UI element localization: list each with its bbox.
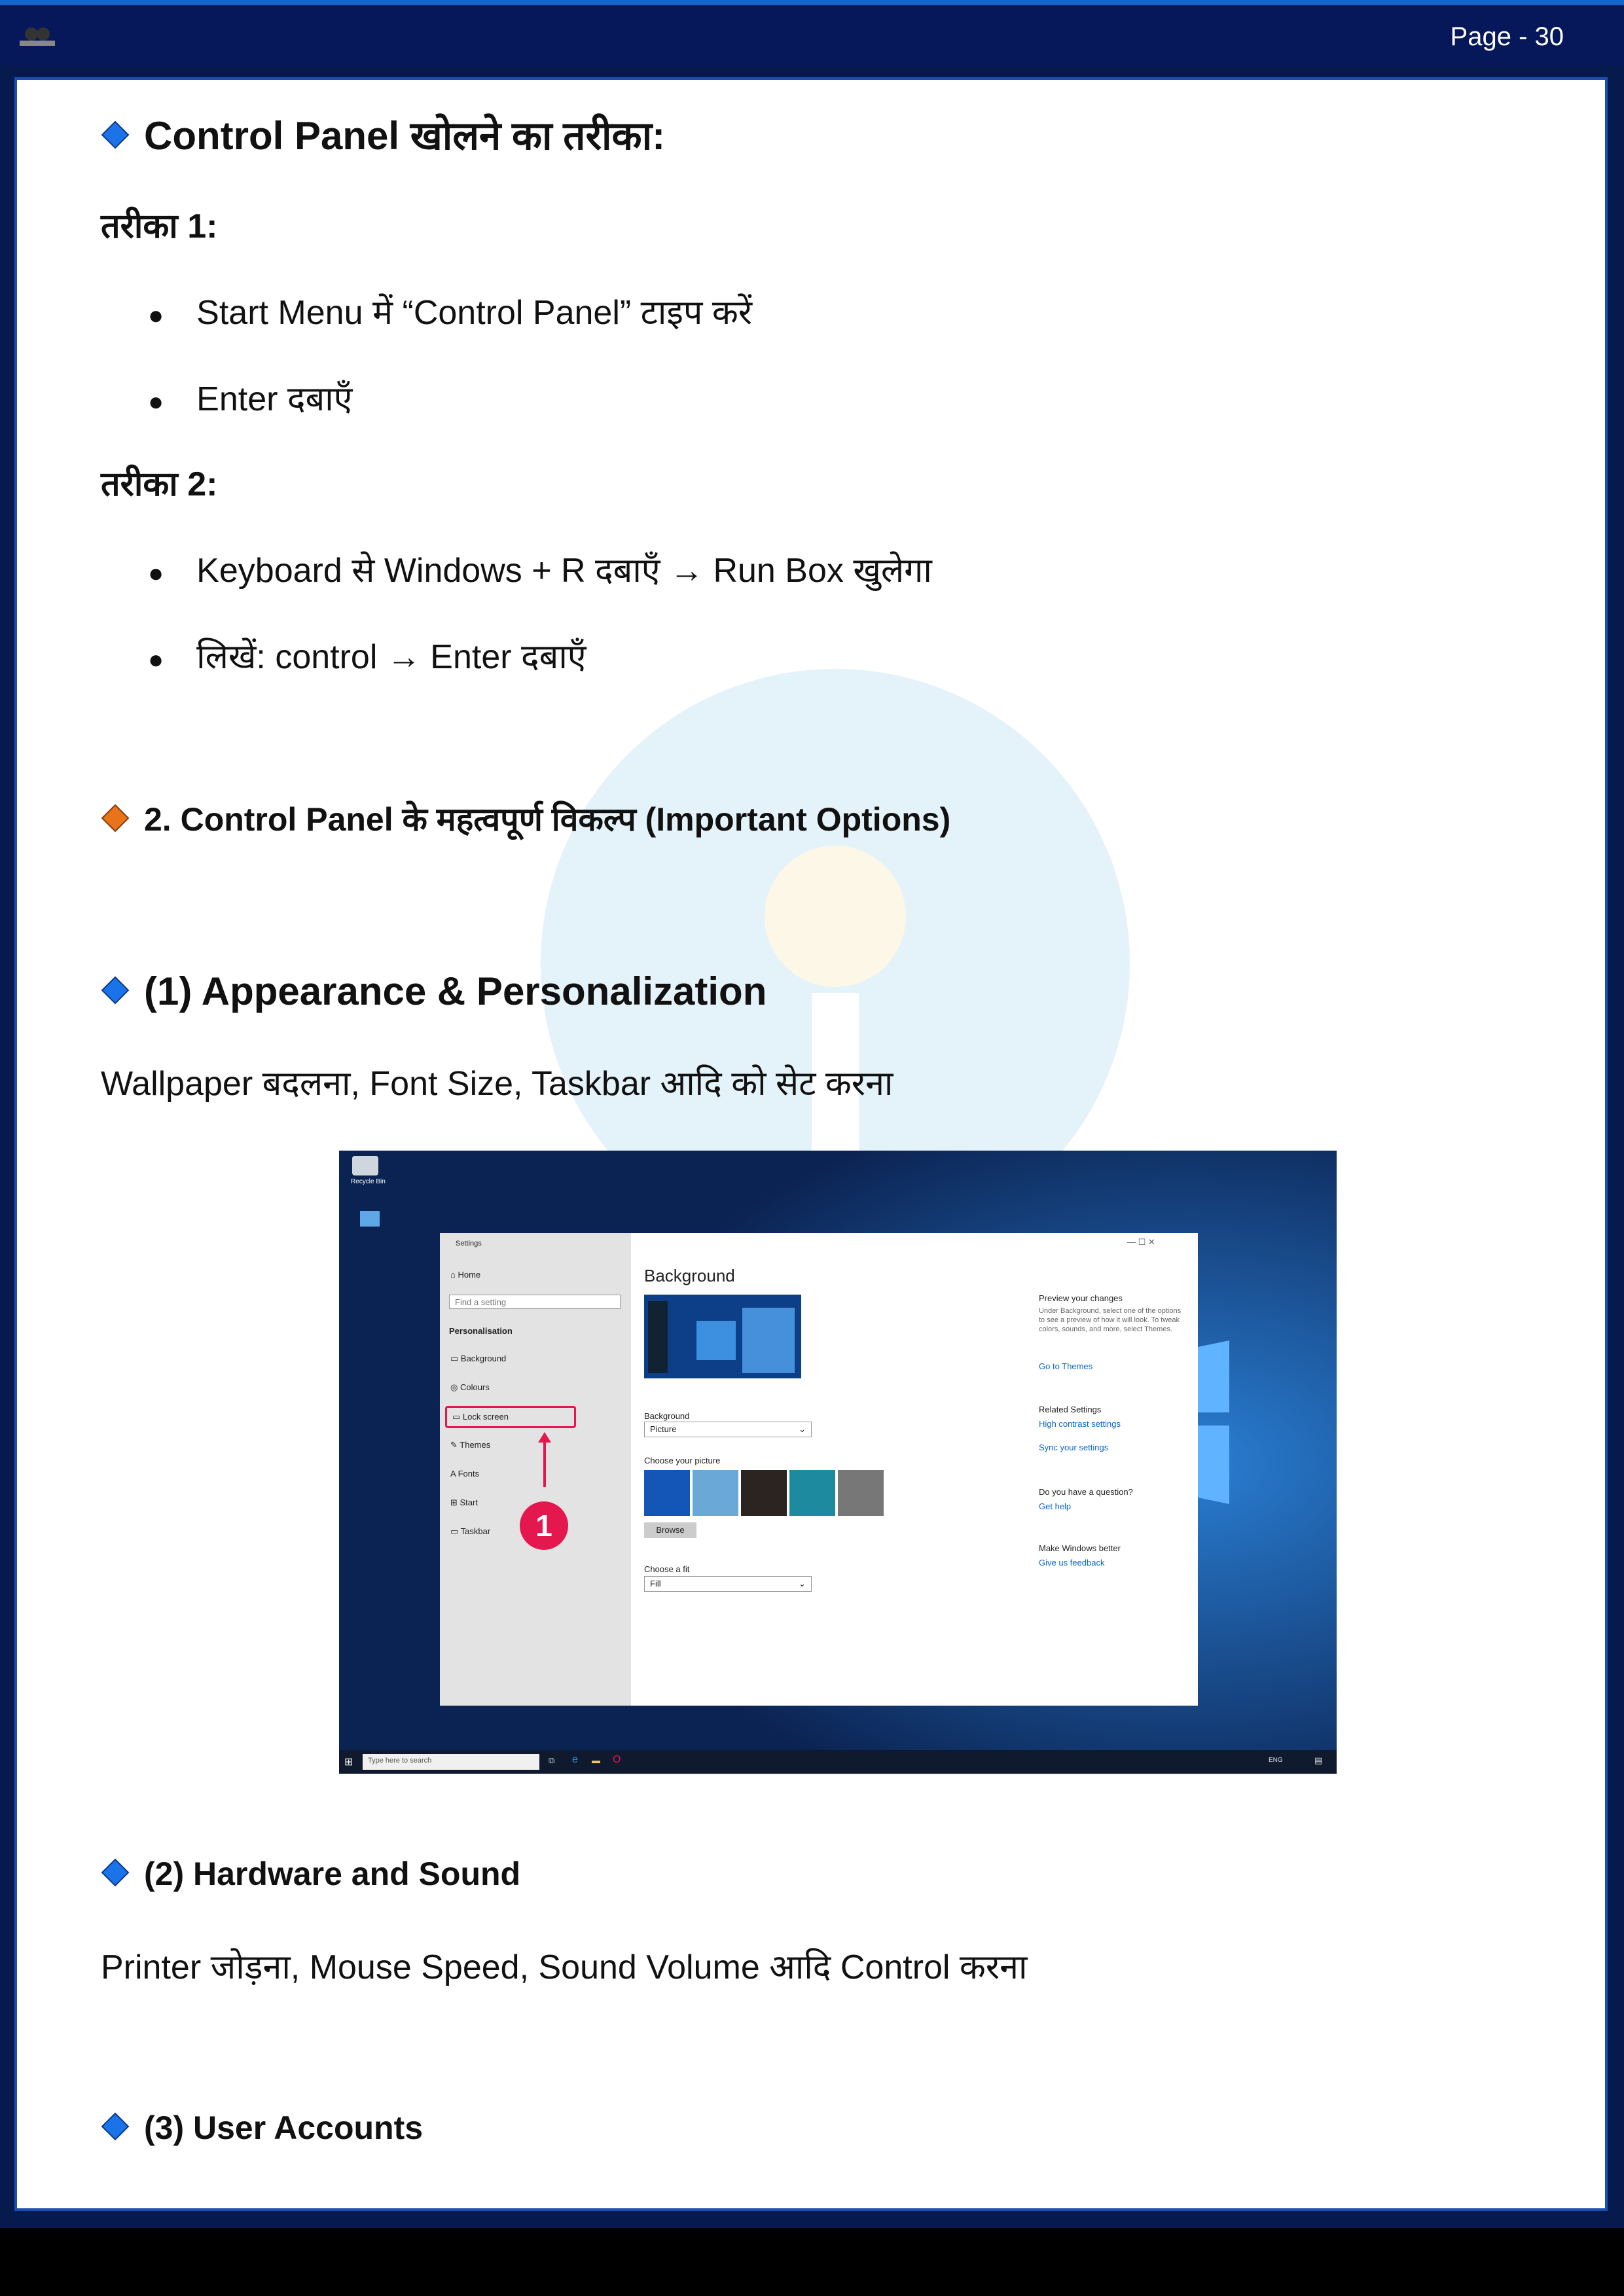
chevron-down-icon: ⌄	[799, 1579, 806, 1588]
sync-settings-link[interactable]: Sync your settings	[1039, 1443, 1109, 1452]
windows-settings-screenshot: Recycle Bin Settings ⌂ Home Find a setti…	[339, 1151, 1337, 1774]
blue-diamond-icon	[101, 120, 130, 149]
picture-thumbnail[interactable]	[644, 1470, 690, 1516]
related-settings-title: Related Settings	[1039, 1405, 1102, 1414]
picture-thumbnail[interactable]	[741, 1470, 787, 1516]
browse-button[interactable]: Browse	[644, 1522, 696, 1538]
logo-icon	[20, 27, 55, 46]
section-title-open: Control Panel खोलने का तरीका:	[101, 107, 665, 161]
section-title-options: 2. Control Panel के महत्वपूर्ण विकल्प (I…	[101, 796, 950, 840]
taskbar-search-input[interactable]: Type here to search	[363, 1754, 539, 1770]
bullet-icon: ●	[148, 387, 164, 416]
background-preview	[644, 1295, 801, 1378]
open-title-text: Control Panel खोलने का तरीका:	[144, 114, 666, 158]
category-label: Personalisation	[449, 1326, 513, 1336]
footer-bar	[0, 2228, 1624, 2296]
preview-text: Under Background, select one of the opti…	[1039, 1307, 1182, 1333]
get-help-link[interactable]: Get help	[1039, 1501, 1072, 1511]
nav-lock-screen[interactable]: ▭ Lock screen	[445, 1406, 576, 1428]
preview-title: Preview your changes	[1039, 1293, 1123, 1303]
nav-themes[interactable]: ✎ Themes	[450, 1440, 491, 1450]
background-select[interactable]: Picture⌄	[644, 1422, 812, 1437]
windows-start-icon[interactable]: ⊞	[344, 1757, 353, 1768]
nav-taskbar[interactable]: ▭ Taskbar	[450, 1526, 491, 1536]
window-controls[interactable]: — ☐ ✕	[1127, 1237, 1155, 1247]
taskbar: ⊞ Type here to search ⧉ e ▬ O ENG ▤	[339, 1750, 1337, 1774]
settings-window: Settings ⌂ Home Find a setting Personali…	[440, 1233, 1198, 1706]
nav-start[interactable]: ⊞ Start	[450, 1498, 478, 1507]
nav-fonts[interactable]: A Fonts	[450, 1469, 480, 1479]
desktop-shortcut-icon[interactable]	[360, 1211, 380, 1227]
list-item: ●Keyboard से Windows + R दबाएँ → Run Box…	[148, 552, 932, 590]
language-indicator[interactable]: ENG	[1269, 1757, 1283, 1764]
preview-window-logo	[742, 1308, 795, 1373]
notification-icon[interactable]: ▤	[1314, 1755, 1323, 1765]
nav-home[interactable]: ⌂ Home	[450, 1270, 481, 1280]
chevron-down-icon: ⌄	[799, 1424, 806, 1434]
high-contrast-link[interactable]: High contrast settings	[1039, 1419, 1121, 1429]
background-label: Background	[644, 1411, 690, 1421]
file-explorer-icon[interactable]: ▬	[592, 1755, 600, 1765]
make-windows-better-title: Make Windows better	[1039, 1543, 1121, 1553]
blue-diamond-icon	[101, 976, 130, 1005]
search-input[interactable]: Find a setting	[449, 1295, 621, 1309]
method1-title: तरीका 1:	[101, 207, 218, 245]
recycle-bin-icon[interactable]	[352, 1156, 378, 1175]
bullet-icon: ●	[148, 301, 164, 330]
recycle-bin-label: Recycle Bin	[351, 1178, 386, 1185]
section-title-accounts: (3) User Accounts	[101, 2109, 423, 2147]
blue-diamond-icon	[101, 1858, 130, 1887]
edge-icon[interactable]: e	[572, 1754, 578, 1765]
picture-thumbnail[interactable]	[838, 1470, 884, 1516]
feedback-link[interactable]: Give us feedback	[1039, 1558, 1105, 1568]
picture-thumbnail[interactable]	[789, 1470, 835, 1516]
window-title: Settings	[456, 1240, 482, 1247]
go-to-themes-link[interactable]: Go to Themes	[1039, 1361, 1093, 1371]
opera-icon[interactable]: O	[613, 1754, 621, 1765]
page-number: Page - 30	[1450, 22, 1564, 51]
section-title-hardware: (2) Hardware and Sound	[101, 1855, 520, 1893]
bullet-icon: ●	[148, 559, 164, 588]
list-item: ●लिखें: control → Enter दबाएँ	[148, 638, 586, 676]
nav-colours[interactable]: ◎ Colours	[450, 1382, 490, 1392]
bullet-icon: ●	[148, 645, 164, 674]
orange-diamond-icon	[101, 804, 130, 833]
list-item: ●Enter दबाएँ	[148, 380, 353, 418]
nav-background[interactable]: ▭ Background	[450, 1354, 507, 1363]
page-title: Background	[644, 1266, 735, 1285]
section-title-appearance: (1) Appearance & Personalization	[101, 969, 767, 1014]
list-item: ●Start Menu में “Control Panel” टाइप करे…	[148, 294, 753, 332]
annotation-badge: 1	[520, 1501, 568, 1550]
settings-sidebar: Settings ⌂ Home Find a setting Personali…	[440, 1233, 631, 1706]
task-view-icon[interactable]: ⧉	[549, 1755, 555, 1765]
preview-tile	[696, 1321, 736, 1360]
arrow-up-icon	[538, 1432, 551, 1487]
blue-diamond-icon	[101, 2112, 130, 2141]
header-bar: Page - 30	[0, 0, 1624, 65]
question-title: Do you have a question?	[1039, 1487, 1133, 1497]
picture-thumbnail[interactable]	[693, 1470, 738, 1516]
fit-select[interactable]: Fill⌄	[644, 1576, 812, 1592]
appearance-description: Wallpaper बदलना, Font Size, Taskbar आदि …	[101, 1065, 893, 1103]
hardware-description: Printer जोड़ना, Mouse Speed, Sound Volum…	[101, 1948, 1028, 1986]
page-sheet: Control Panel खोलने का तरीका: तरीका 1: ●…	[14, 77, 1608, 2211]
method2-title: तरीका 2:	[101, 465, 218, 503]
choose-fit-label: Choose a fit	[644, 1564, 690, 1574]
choose-picture-label: Choose your picture	[644, 1456, 721, 1465]
preview-start-menu	[648, 1301, 668, 1373]
